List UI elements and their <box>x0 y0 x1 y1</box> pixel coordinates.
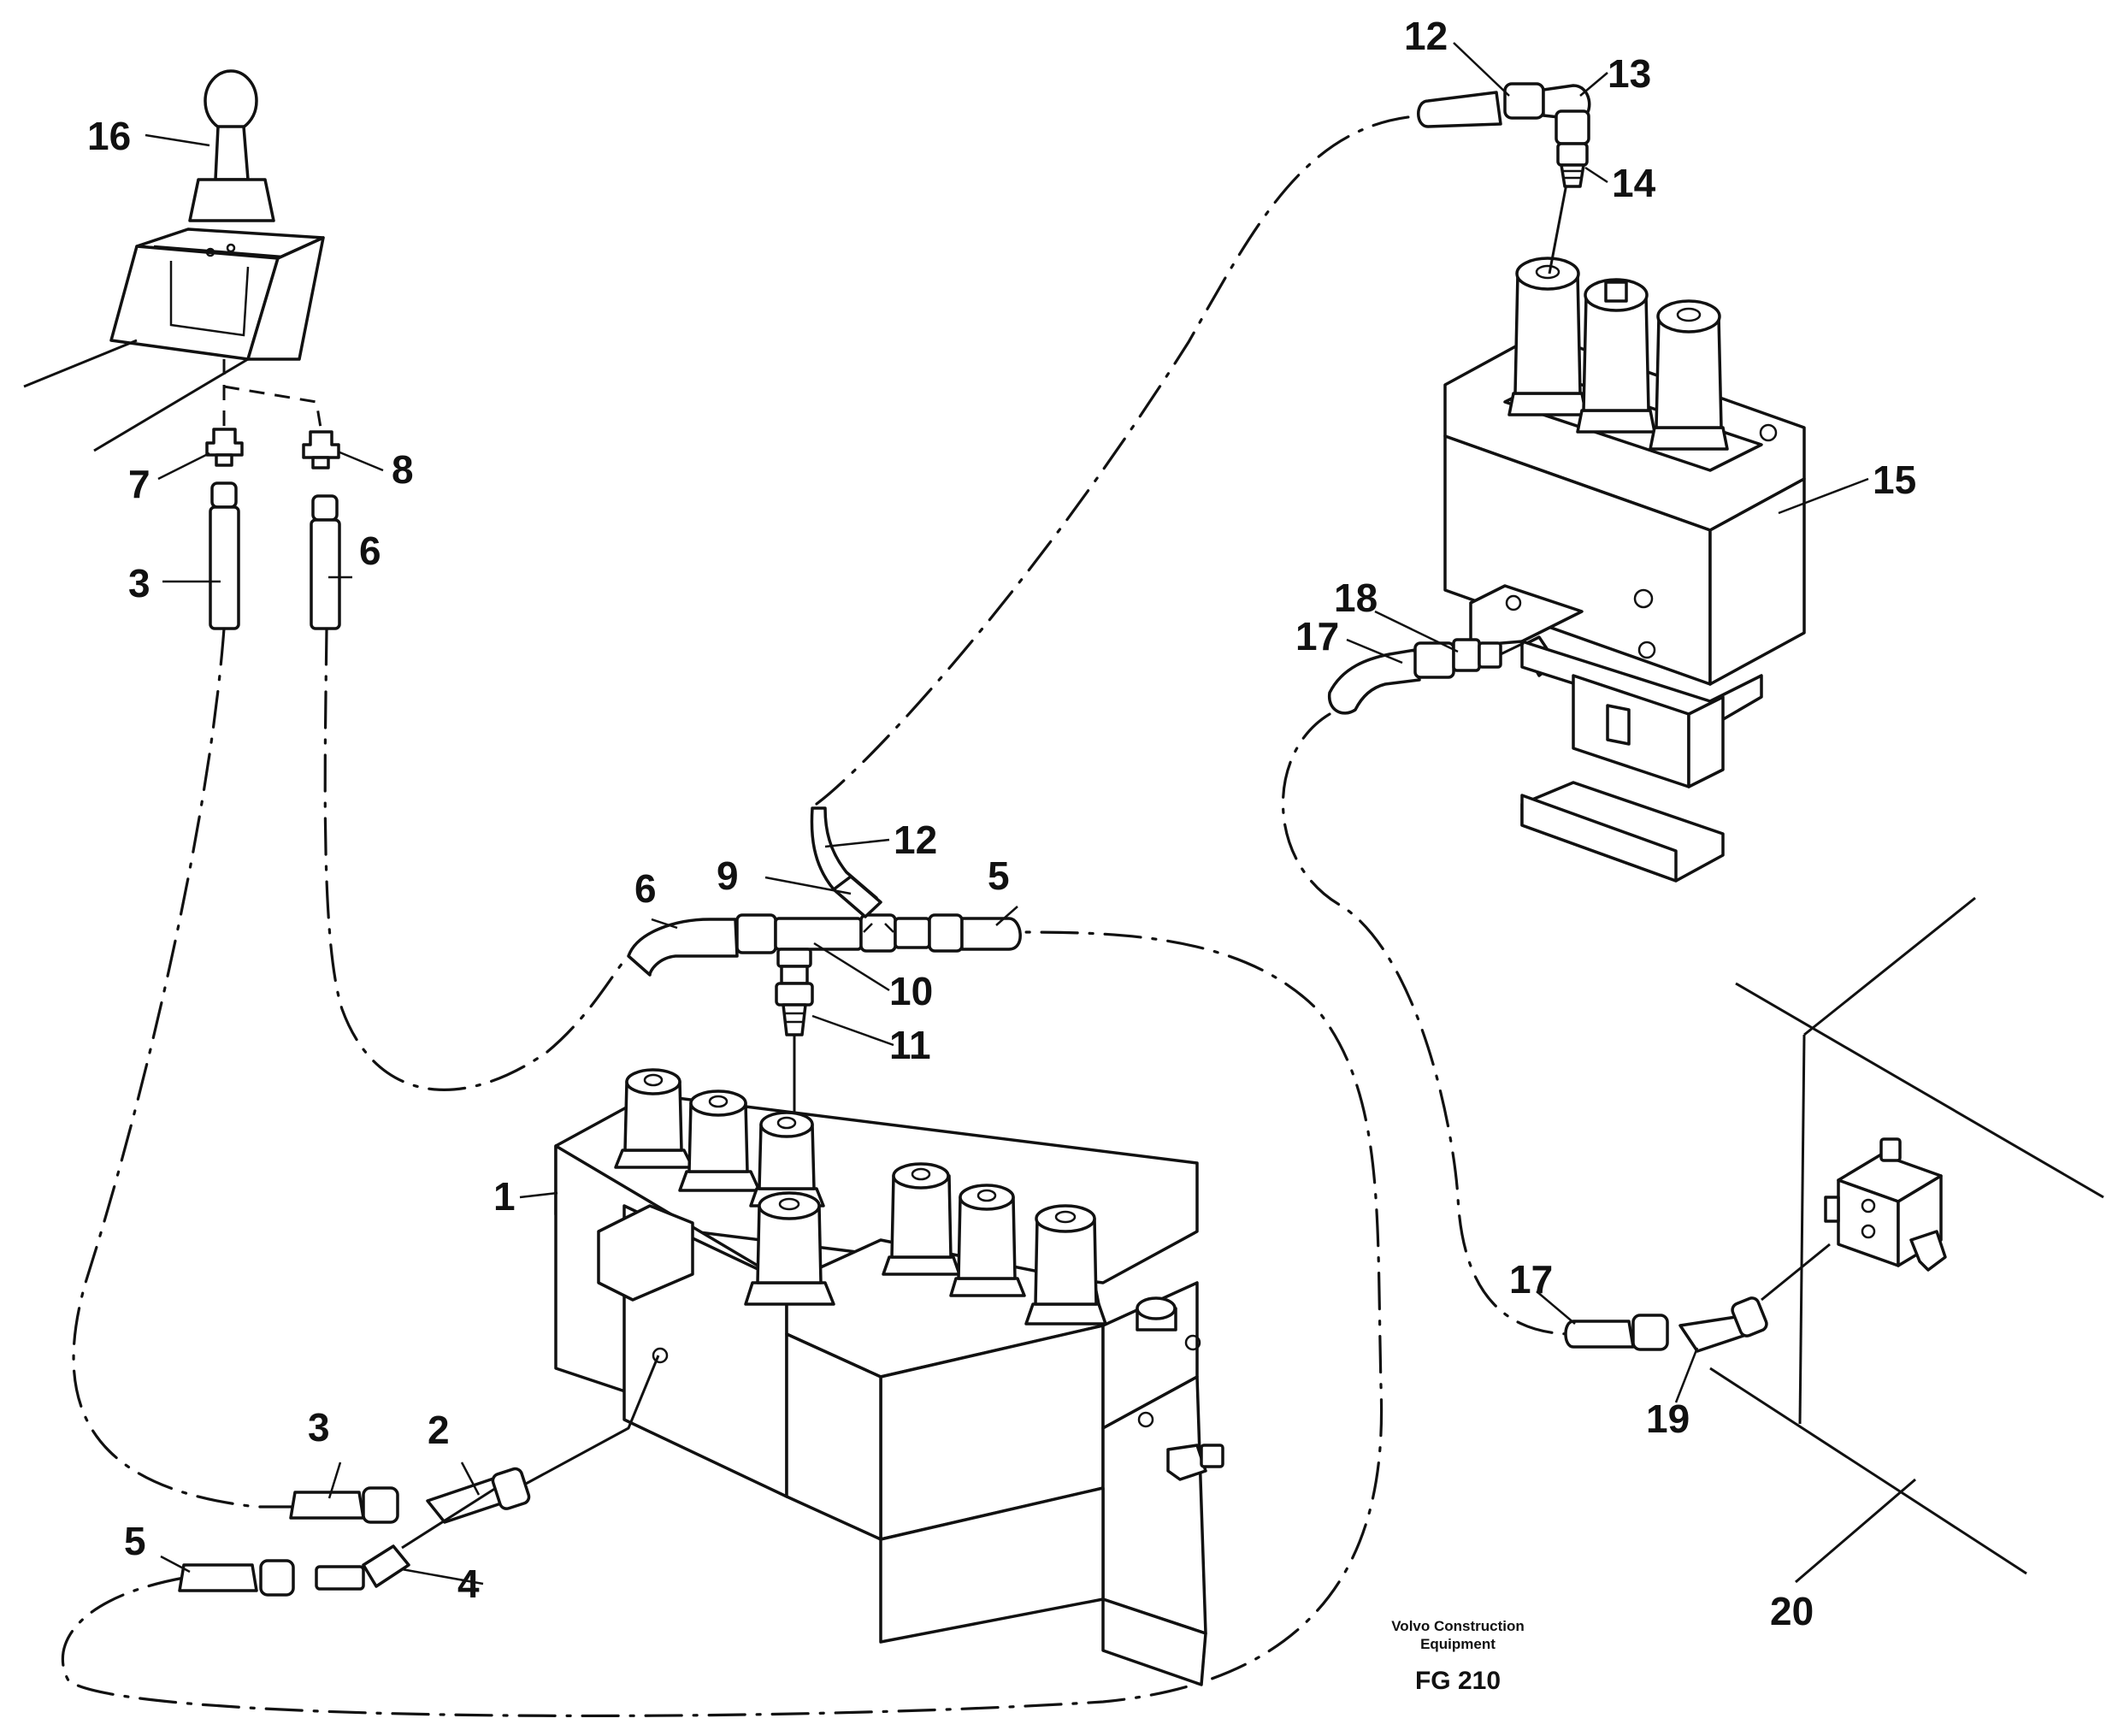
callout-17-top: 17 <box>1295 614 1339 658</box>
fitting-7 <box>205 428 244 467</box>
callout-15: 15 <box>1873 458 1916 502</box>
fitting-17-18 <box>1328 638 1525 715</box>
callout-4: 4 <box>457 1562 480 1606</box>
callout-6-tee: 6 <box>634 866 657 911</box>
manifold-block <box>1824 1137 1947 1272</box>
callout-3-top: 3 <box>128 561 150 605</box>
hose-lines <box>61 114 1575 1718</box>
spool-1 <box>614 1068 694 1169</box>
hose-end-3-top <box>209 481 240 630</box>
brand-line-1: Volvo Construction <box>1391 1618 1525 1634</box>
figure-caption: Volvo Construction Equipment FG 210 <box>1391 1618 1525 1695</box>
callout-6-top: 6 <box>359 528 381 573</box>
hose-end-6-top <box>310 494 341 630</box>
pilot-valve-15-spools <box>1507 257 1729 451</box>
callout-11: 11 <box>889 1023 931 1067</box>
callout-16: 16 <box>87 114 131 158</box>
callout-17-bottom: 17 <box>1509 1257 1553 1302</box>
callout-19: 19 <box>1646 1396 1690 1441</box>
valve-spools <box>614 1068 1177 1332</box>
lower-couplings <box>178 1355 660 1597</box>
callout-10: 10 <box>889 969 933 1013</box>
callout-5-tee: 5 <box>988 853 1010 898</box>
callout-1: 1 <box>493 1174 516 1219</box>
spool-6 <box>949 1184 1026 1297</box>
cab-panel-20 <box>1709 896 2104 1584</box>
callout-12-top: 12 <box>1404 14 1448 58</box>
spool-3 <box>749 1111 825 1208</box>
callout-14: 14 <box>1612 161 1656 205</box>
coupling-19 <box>1564 1243 1831 1353</box>
leader-lines <box>145 42 1869 1585</box>
spool-4 <box>744 1191 835 1306</box>
spool-7 <box>1024 1204 1107 1326</box>
control-valve-block <box>554 1093 1224 1686</box>
top-fittings <box>1417 82 1591 188</box>
callout-labels: 16 7 8 3 6 1 3 2 4 5 6 9 12 5 10 11 12 1… <box>87 14 1916 1633</box>
figure-code: FG 210 <box>1415 1667 1501 1695</box>
callout-12-tee: 12 <box>894 818 937 862</box>
callout-18: 18 <box>1334 576 1378 620</box>
callout-8: 8 <box>392 447 414 492</box>
spool-2 <box>678 1089 761 1192</box>
callout-7: 7 <box>128 462 150 506</box>
brand-line-2: Equipment <box>1420 1636 1496 1652</box>
callout-3-bottom: 3 <box>308 1405 330 1450</box>
joystick-control <box>23 69 325 452</box>
callout-5-bottom: 5 <box>124 1519 146 1563</box>
callout-20: 20 <box>1770 1589 1814 1633</box>
callout-13: 13 <box>1608 51 1651 96</box>
callout-2: 2 <box>428 1408 450 1452</box>
spool-5 <box>882 1162 961 1276</box>
plug-cap <box>1136 1296 1177 1332</box>
tee-fitting-assembly <box>627 806 1022 1036</box>
callout-9: 9 <box>717 853 739 898</box>
fitting-8 <box>302 430 340 469</box>
